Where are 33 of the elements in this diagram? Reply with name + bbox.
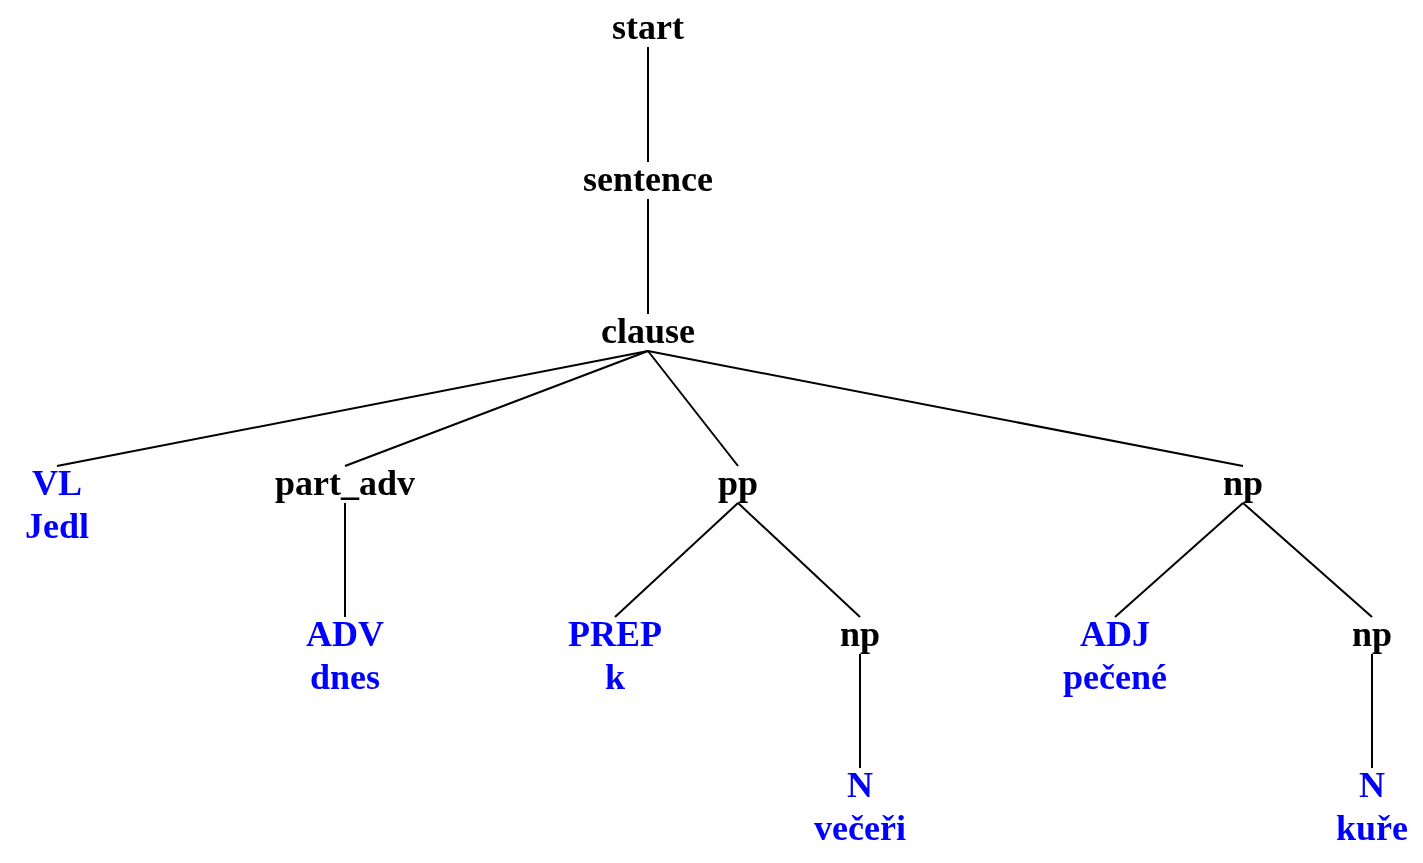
phrase-label: sentence xyxy=(583,158,713,201)
phrase-label: np xyxy=(1223,462,1263,505)
phrase-label: part_adv xyxy=(275,462,415,505)
phrase-label: start xyxy=(612,6,684,49)
part-of-speech-label: PREP xyxy=(568,613,662,656)
word-label: dnes xyxy=(310,656,380,700)
tree-branch xyxy=(56,350,649,467)
tree-branch xyxy=(1371,653,1373,769)
tree-branch xyxy=(614,502,739,618)
tree-branch xyxy=(1114,502,1244,618)
phrase-label: np xyxy=(1352,613,1392,656)
phrase-label: clause xyxy=(601,310,695,353)
word-label: pečené xyxy=(1063,656,1167,700)
tree-branch xyxy=(647,46,649,163)
tree-branch xyxy=(344,502,346,618)
tree-branch xyxy=(647,350,1244,467)
word-label: Jedl xyxy=(25,505,89,549)
tree-branch xyxy=(1242,502,1373,618)
word-label: k xyxy=(605,656,625,700)
tree-branch xyxy=(859,653,861,769)
part-of-speech-label: N xyxy=(1359,764,1385,807)
phrase-label: pp xyxy=(718,462,758,505)
part-of-speech-label: ADJ xyxy=(1080,613,1150,656)
word-label: večeři xyxy=(814,807,906,851)
tree-branch xyxy=(344,350,649,467)
phrase-label: np xyxy=(840,613,880,656)
tree-branch xyxy=(647,198,649,315)
tree-branch xyxy=(647,350,739,467)
tree-branch xyxy=(737,502,861,618)
part-of-speech-label: N xyxy=(847,764,873,807)
part-of-speech-label: ADV xyxy=(306,613,384,656)
word-label: kuře xyxy=(1336,807,1408,851)
part-of-speech-label: VL xyxy=(32,462,82,505)
